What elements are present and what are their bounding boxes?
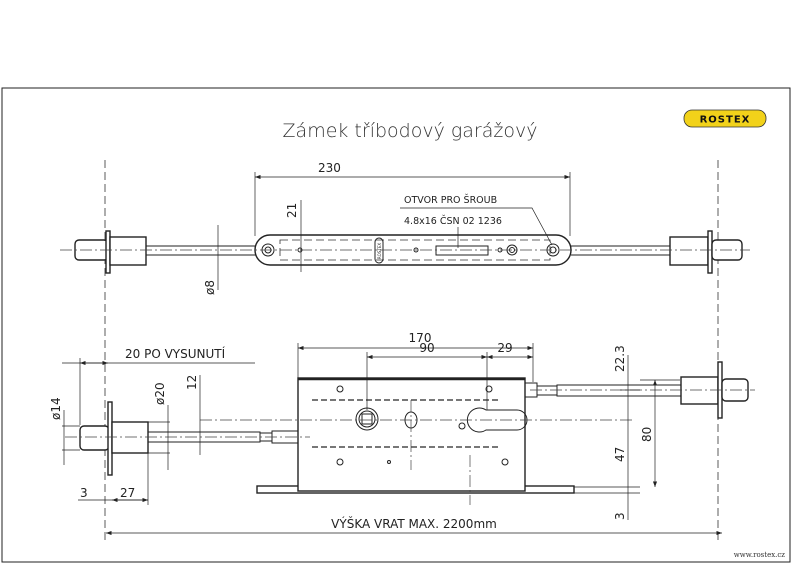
- dim-80: 80: [640, 427, 654, 442]
- dim-29: 29: [497, 341, 512, 355]
- dim-170: 170: [409, 331, 432, 345]
- dim-47: 47: [613, 447, 627, 462]
- callout-line1: OTVOR PRO ŠROUB: [404, 194, 497, 206]
- dim-3-right: 3: [613, 512, 627, 520]
- dim-22-3: 22.3: [613, 345, 627, 372]
- rostex-logo: ROSTEX: [683, 109, 767, 128]
- dim-90: 90: [419, 341, 434, 355]
- drawing-title: Zámek tříbodový garážový: [283, 120, 538, 142]
- lock-housing: [297, 377, 526, 492]
- dim-d20: ø20: [153, 382, 167, 405]
- dim-3-left: 3: [80, 486, 88, 500]
- dim-12: 12: [185, 375, 199, 390]
- top-view: ROSTEX: [60, 230, 750, 274]
- bottom-view: [65, 361, 755, 505]
- dim-d14: ø14: [49, 397, 63, 420]
- website: www.rostex.cz: [734, 551, 786, 559]
- dim-230: 230: [318, 161, 341, 175]
- plate-stamp: ROSTEX: [377, 243, 382, 259]
- drawing-frame: [1, 87, 791, 563]
- dim-27: 27: [120, 486, 135, 500]
- svg-text:ROSTEX: ROSTEX: [700, 115, 751, 126]
- callout-line2: 4.8x16 ČSN 02 1236: [404, 215, 502, 227]
- dim-rod-diameter: ø8: [203, 280, 217, 295]
- max-height-label: VÝŠKA VRAT MAX. 2200mm: [331, 516, 497, 531]
- dim-extension: 20 PO VYSUNUTÍ: [125, 346, 226, 361]
- dim-21: 21: [285, 203, 299, 218]
